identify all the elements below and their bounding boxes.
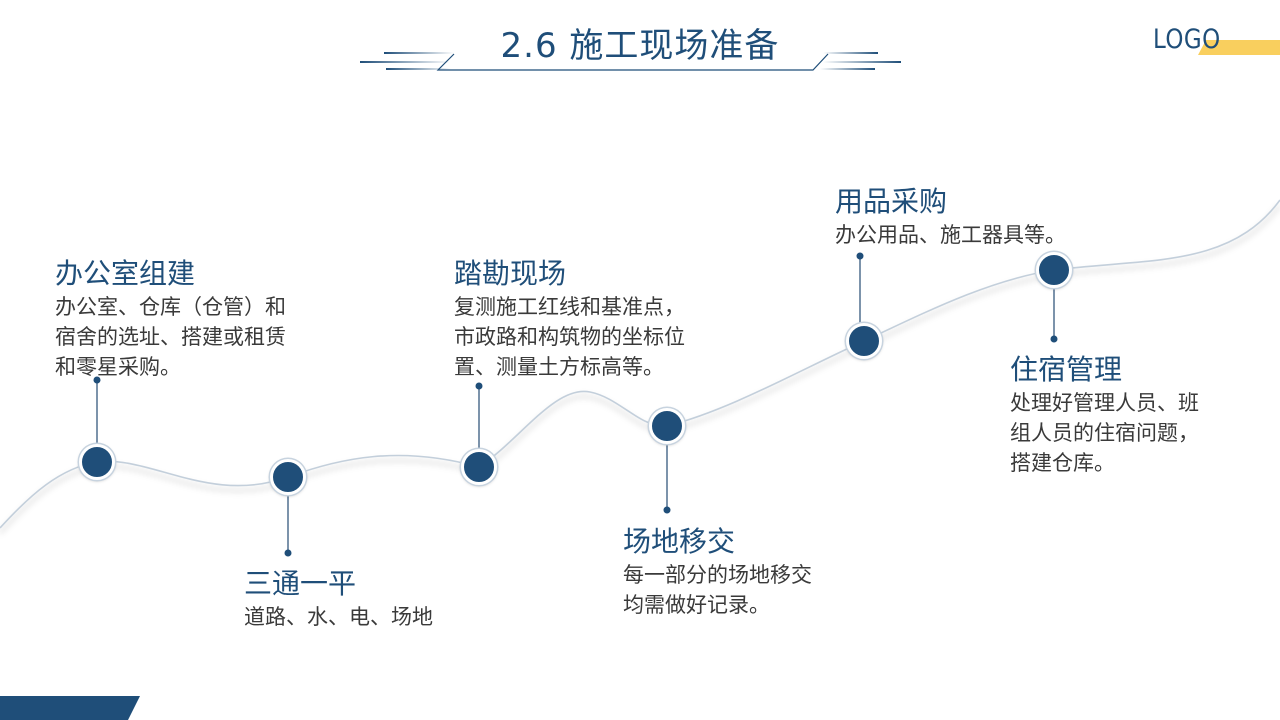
timeline-node-3 xyxy=(461,449,497,485)
title-decoration xyxy=(360,52,901,71)
step-three-connections: 三通一平 道路、水、电、场地 xyxy=(244,566,433,632)
step-site-handover: 场地移交 每一部分的场地移交 均需做好记录。 xyxy=(623,524,812,620)
connector-dot xyxy=(856,252,864,260)
connector-line xyxy=(1053,270,1055,339)
logo: LOGO xyxy=(1153,24,1221,55)
footer-accent-bar xyxy=(0,696,140,720)
connector-dot xyxy=(663,506,671,514)
connector-dot xyxy=(93,376,101,384)
step-site-survey: 踏勘现场 复测施工红线和基准点， 市政路和构筑物的坐标位 置、测量土方标高等。 xyxy=(454,256,685,382)
step-title: 踏勘现场 xyxy=(454,257,567,290)
timeline-node-1 xyxy=(79,444,115,480)
step-title: 三通一平 xyxy=(244,567,357,600)
step-supplies-purchase: 用品采购 办公用品、施工器具等。 xyxy=(835,184,1066,250)
connector-line xyxy=(287,477,289,553)
connector-line xyxy=(859,256,861,341)
step-description: 每一部分的场地移交 均需做好记录。 xyxy=(623,563,812,617)
connector-dot xyxy=(284,549,292,557)
connector-line xyxy=(96,380,98,462)
step-title: 场地移交 xyxy=(623,525,736,558)
step-office-setup: 办公室组建 办公室、仓库（仓管）和 宿舍的选址、搭建或租赁 和零星采购。 xyxy=(55,256,286,382)
logo-accent-bar xyxy=(1198,40,1280,55)
step-title: 住宿管理 xyxy=(1010,353,1123,386)
step-description: 复测施工红线和基准点， 市政路和构筑物的坐标位 置、测量土方标高等。 xyxy=(454,295,685,379)
step-description: 处理好管理人员、班 组人员的住宿问题， 搭建仓库。 xyxy=(1010,391,1199,475)
page-title: 2.6 施工现场准备 xyxy=(500,26,780,66)
timeline-node-6 xyxy=(1036,252,1072,288)
step-description: 办公室、仓库（仓管）和 宿舍的选址、搭建或租赁 和零星采购。 xyxy=(55,295,286,379)
step-accommodation-management: 住宿管理 处理好管理人员、班 组人员的住宿问题， 搭建仓库。 xyxy=(1010,352,1199,478)
connector-line xyxy=(666,426,668,510)
step-description: 办公用品、施工器具等。 xyxy=(835,223,1066,247)
connector-dot xyxy=(1050,335,1058,343)
timeline-node-2 xyxy=(270,459,306,495)
timeline-node-5 xyxy=(846,323,882,359)
timeline-node-4 xyxy=(649,408,685,444)
connector-dot xyxy=(475,382,483,390)
step-title: 办公室组建 xyxy=(55,257,196,290)
connector-line xyxy=(478,386,480,467)
step-title: 用品采购 xyxy=(835,185,948,218)
step-description: 道路、水、电、场地 xyxy=(244,605,433,629)
